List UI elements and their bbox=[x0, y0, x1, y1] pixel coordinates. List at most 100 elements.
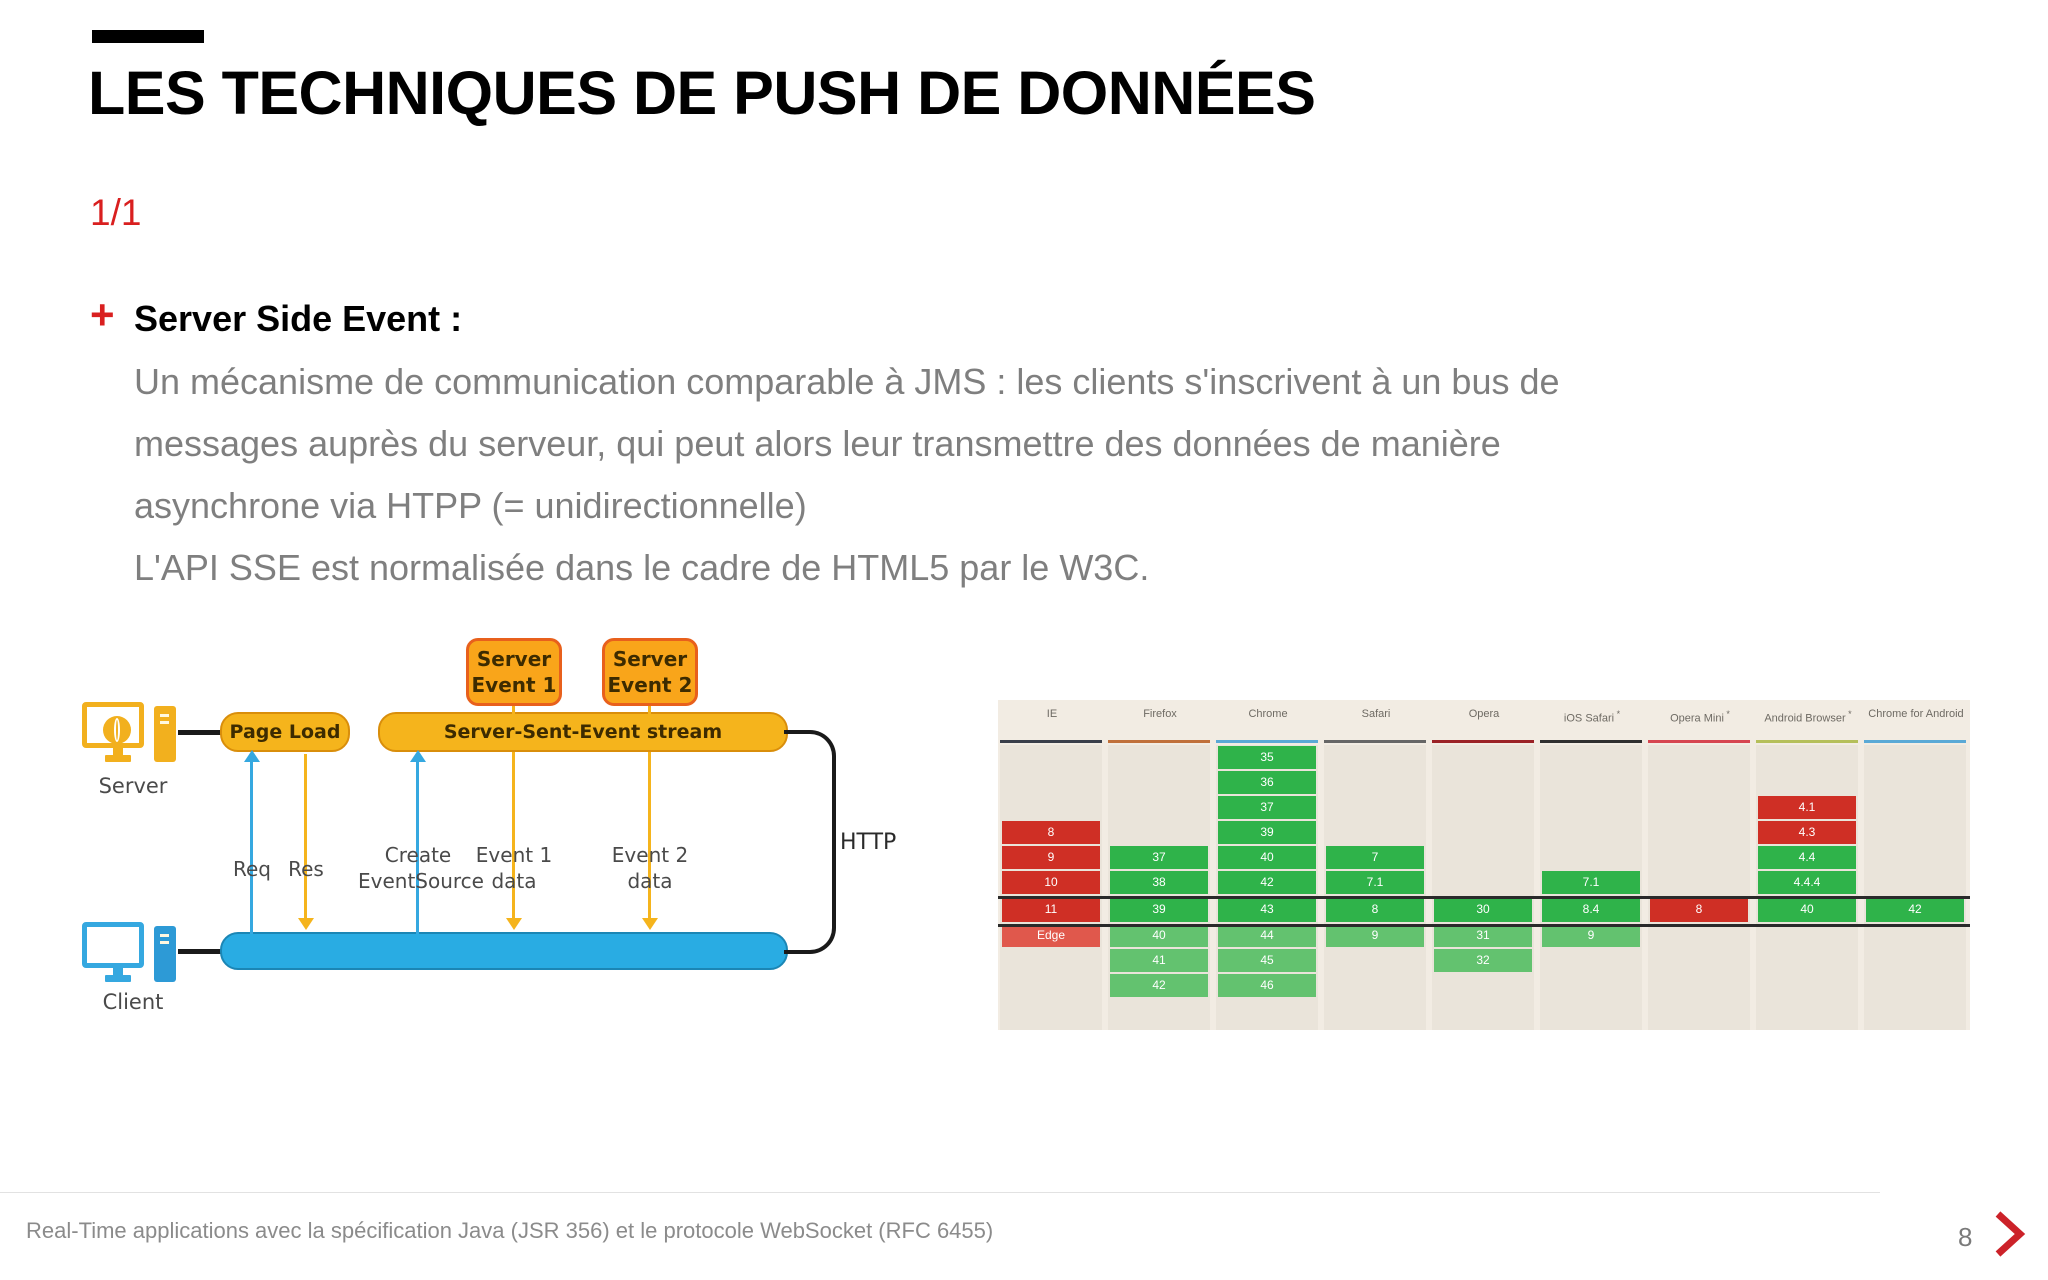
server-event-1-line2: Event 1 bbox=[471, 673, 557, 697]
client-connector-wire bbox=[178, 949, 222, 954]
caniuse-column-header: Opera Mini * bbox=[1670, 709, 1730, 725]
event-2-data-arrowhead bbox=[642, 918, 658, 930]
caniuse-column-body: 42 bbox=[1864, 745, 1966, 1030]
caniuse-column: Opera Mini * 8 bbox=[1646, 700, 1754, 1030]
bullet-block: + Server Side Event : Un mécanisme de co… bbox=[90, 291, 1890, 599]
caniuse-column-header: iOS Safari * bbox=[1563, 709, 1621, 725]
server-event-2-line1: Server bbox=[612, 647, 688, 671]
sse-stream-label: Server-Sent-Event stream bbox=[443, 721, 723, 743]
server-event-box-1: Server Event 1 bbox=[466, 638, 562, 706]
caniuse-column-rule bbox=[1864, 740, 1966, 743]
caniuse-column-header: Chrome for Android bbox=[1868, 708, 1964, 720]
caniuse-version-cell: 7.1 bbox=[1326, 871, 1424, 894]
caniuse-column-rule bbox=[1000, 740, 1102, 743]
tower-shape bbox=[154, 926, 176, 982]
event-2-data-caption: Event 2 data bbox=[611, 843, 689, 893]
bullet-line: asynchrone via HTPP (= unidirectionnelle… bbox=[134, 485, 807, 526]
event-2-drop-line bbox=[648, 706, 651, 716]
globe-icon bbox=[103, 716, 131, 744]
monitor-neck bbox=[113, 968, 123, 976]
caniuse-column-header: Chrome bbox=[1248, 708, 1288, 720]
title-accent-rule bbox=[92, 30, 204, 43]
http-label: HTTP bbox=[840, 830, 897, 855]
caniuse-version-cell: 44 bbox=[1218, 924, 1316, 947]
caniuse-column-rule bbox=[1756, 740, 1858, 743]
monitor-shape bbox=[82, 702, 144, 748]
caniuse-version-cell: 31 bbox=[1434, 924, 1532, 947]
page-number: 8 bbox=[1958, 1222, 1973, 1252]
caniuse-version-cell: 40 bbox=[1110, 924, 1208, 947]
http-brace bbox=[784, 730, 836, 954]
caniuse-current-version-cell: 8.4 bbox=[1542, 896, 1640, 922]
page-title: LES TECHNIQUES DE PUSH DE DONNÉES bbox=[88, 59, 1316, 127]
monitor-stand bbox=[105, 975, 131, 982]
sse-stream-pill: Server-Sent-Event stream bbox=[378, 712, 788, 752]
res-caption: Res bbox=[288, 857, 324, 881]
slide-subtitle: 1/1 bbox=[90, 192, 142, 233]
server-event-box-2: Server Event 2 bbox=[602, 638, 698, 706]
caniuse-version-cell: 37 bbox=[1218, 796, 1316, 819]
caniuse-version-cell: 9 bbox=[1326, 924, 1424, 947]
caniuse-column-rule bbox=[1432, 740, 1534, 743]
caniuse-version-cell: 9 bbox=[1002, 846, 1100, 869]
footer-divider bbox=[0, 1192, 1880, 1193]
client-label: Client bbox=[102, 990, 164, 1014]
server-event-2-line2: Event 2 bbox=[607, 673, 693, 697]
plus-icon: + bbox=[90, 291, 115, 338]
server-event-1-line1: Server bbox=[476, 647, 552, 671]
res-arrowhead bbox=[298, 918, 314, 930]
caniuse-version-cell: 46 bbox=[1218, 974, 1316, 997]
bullet-heading: Server Side Event : bbox=[134, 298, 463, 339]
caniuse-version-cell: 10 bbox=[1002, 871, 1100, 894]
caniuse-version-cell: 4.4 bbox=[1758, 846, 1856, 869]
caniuse-current-version-cell: 8 bbox=[1650, 896, 1748, 922]
tower-shape bbox=[154, 706, 176, 762]
monitor-shape bbox=[82, 922, 144, 968]
server-label: Server bbox=[98, 774, 168, 798]
event-2-data-arrow-line bbox=[648, 752, 651, 922]
caniuse-version-cell: 4.1 bbox=[1758, 796, 1856, 819]
req-arrowhead bbox=[244, 750, 260, 762]
caniuse-version-cell: 9 bbox=[1542, 924, 1640, 947]
caniuse-column-rule bbox=[1216, 740, 1318, 743]
create-eventsource-arrow-line bbox=[416, 758, 419, 934]
caniuse-current-version-cell: 30 bbox=[1434, 896, 1532, 922]
caniuse-column-header: Safari bbox=[1361, 708, 1391, 720]
server-icon bbox=[82, 702, 182, 764]
caniuse-version-cell: 7.1 bbox=[1542, 871, 1640, 894]
caniuse-column-header: Opera bbox=[1468, 708, 1500, 720]
client-lane-bar bbox=[220, 932, 788, 970]
chevron-right-icon[interactable] bbox=[1990, 1208, 2030, 1260]
caniuse-current-version-cell: 42 bbox=[1866, 896, 1964, 922]
bullet-heading-row: + Server Side Event : bbox=[90, 291, 1890, 341]
caniuse-version-cell: 37 bbox=[1110, 846, 1208, 869]
caniuse-current-version-cell: 43 bbox=[1218, 896, 1316, 922]
caniuse-column: Chrome for Android 42 bbox=[1862, 700, 1970, 1030]
caniuse-version-cell: Edge bbox=[1002, 924, 1100, 947]
caniuse-version-cell: 42 bbox=[1110, 974, 1208, 997]
caniuse-version-cell: 45 bbox=[1218, 949, 1316, 972]
event-1-data-arrowhead bbox=[506, 918, 522, 930]
caniuse-version-cell: 8 bbox=[1002, 821, 1100, 844]
server-connector-wire bbox=[178, 730, 222, 735]
caniuse-version-cell: 32 bbox=[1434, 949, 1532, 972]
caniuse-version-cell: 41 bbox=[1110, 949, 1208, 972]
caniuse-column-header: IE bbox=[1046, 708, 1058, 720]
bullet-line: L'API SSE est normalisée dans le cadre d… bbox=[134, 547, 1150, 588]
caniuse-column-header: Firefox bbox=[1143, 708, 1177, 720]
caniuse-column-rule bbox=[1324, 740, 1426, 743]
sse-sequence-diagram: Server Client Page Load Server-Sent-Even… bbox=[78, 638, 978, 1030]
req-caption: Req bbox=[233, 857, 271, 881]
caniuse-version-cell: 35 bbox=[1218, 746, 1316, 769]
caniuse-column-rule bbox=[1648, 740, 1750, 743]
